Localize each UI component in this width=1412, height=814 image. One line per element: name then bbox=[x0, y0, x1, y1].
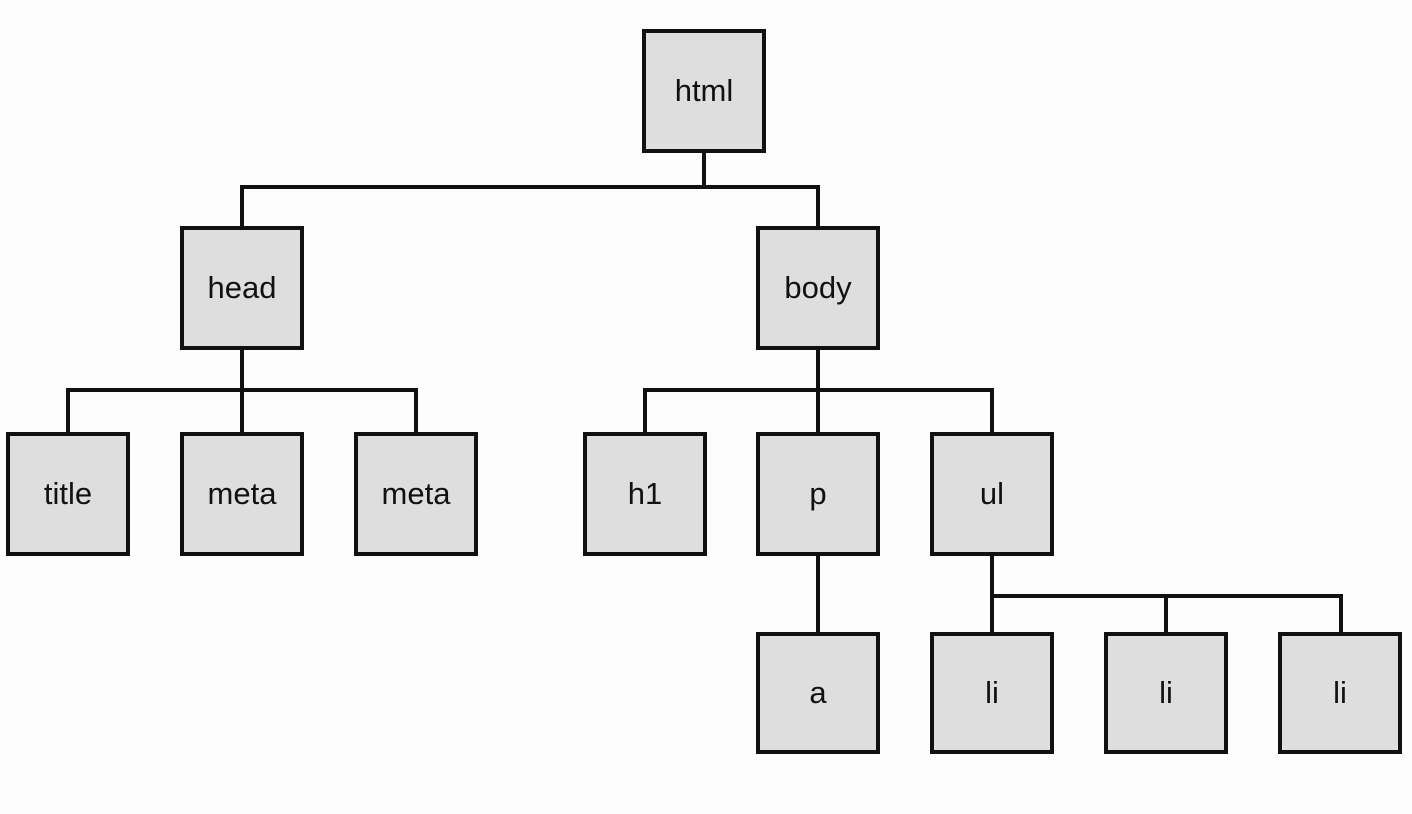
node-head: head bbox=[180, 226, 304, 350]
node-meta: meta bbox=[180, 432, 304, 556]
node-p: p bbox=[756, 432, 880, 556]
node-meta: meta bbox=[354, 432, 478, 556]
node-label: li bbox=[1159, 674, 1173, 710]
node-label: li bbox=[1333, 674, 1347, 710]
node-label: li bbox=[985, 674, 999, 710]
node-label: html bbox=[674, 72, 734, 108]
node-label: title bbox=[43, 475, 93, 511]
node-label: a bbox=[809, 674, 827, 710]
node-label: h1 bbox=[627, 475, 663, 511]
node-label: ul bbox=[979, 475, 1005, 511]
node-label: meta bbox=[381, 475, 451, 511]
node-html: html bbox=[642, 29, 766, 153]
node-li: li bbox=[930, 632, 1054, 754]
node-label: body bbox=[784, 269, 852, 305]
node-label: head bbox=[207, 269, 277, 305]
node-h1: h1 bbox=[583, 432, 707, 556]
node-body: body bbox=[756, 226, 880, 350]
node-li: li bbox=[1104, 632, 1228, 754]
node-title: title bbox=[6, 432, 130, 556]
node-li: li bbox=[1278, 632, 1402, 754]
node-label: p bbox=[809, 475, 827, 511]
node-a: a bbox=[756, 632, 880, 754]
node-ul: ul bbox=[930, 432, 1054, 556]
node-label: meta bbox=[207, 475, 277, 511]
